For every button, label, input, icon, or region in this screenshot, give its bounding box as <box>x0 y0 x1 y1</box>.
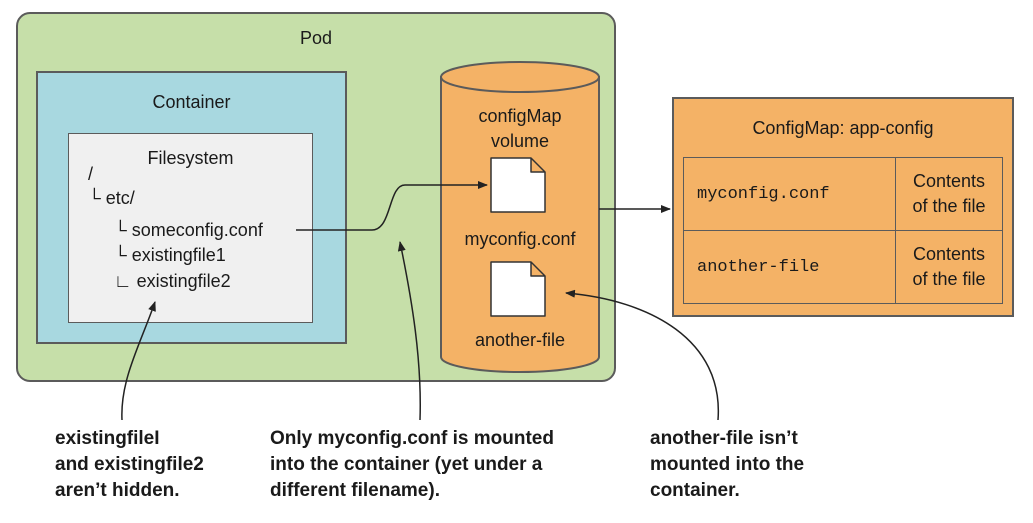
fs-etc-dir: └ etc/ <box>88 188 135 208</box>
fs-entry-someconfig: └ someconfig.conf <box>114 220 263 240</box>
annotation-not-mounted: another-file isn’t mounted into the cont… <box>650 426 804 504</box>
configmap-value-line2: of the file <box>912 196 986 216</box>
configmap-title: ConfigMap: app-config <box>752 118 934 138</box>
fs-entry-existingfile2: ∟ existingfile2 <box>114 271 231 291</box>
another-file-icon <box>490 261 546 317</box>
left-annotation-pointer <box>121 301 156 421</box>
volume-file-myconfig: myconfig.conf <box>464 229 576 249</box>
volume-title-line2: volume <box>490 131 550 151</box>
annotation-line: Only myconfig.conf is mounted <box>270 428 554 449</box>
annotation-line: container. <box>650 480 740 501</box>
fs-root-dir: / <box>88 164 94 184</box>
annotation-line: another-file isn’t <box>650 428 798 449</box>
configmap-row: myconfig.conf Contents of the file <box>683 157 1003 231</box>
configmap-value-line2: of the file <box>912 269 986 289</box>
fs-entry-existingfile1: └ existingfile1 <box>114 245 226 265</box>
pod-title: Pod <box>299 28 333 48</box>
annotation-line: aren’t hidden. <box>55 480 180 501</box>
configmap-table: myconfig.conf Contents of the file anoth… <box>683 157 1003 304</box>
annotation-hidden-files: existingfileI and existingfile2 aren’t h… <box>55 426 204 504</box>
configmap-value: Contents of the file <box>895 230 1003 304</box>
middle-annotation-pointer <box>397 241 421 421</box>
myconfig-file-icon <box>490 157 546 213</box>
annotation-line: mounted into the <box>650 454 805 475</box>
configmap-value-line1: Contents <box>912 171 986 191</box>
filesystem-title: Filesystem <box>147 148 234 168</box>
right-annotation-pointer <box>565 289 719 421</box>
configmap-volume-cylinder <box>440 61 600 373</box>
annotation-line: and existingfile2 <box>55 454 204 475</box>
mount-arrow <box>296 181 488 231</box>
configmap-value-line1: Contents <box>912 244 986 264</box>
filesystem-box <box>68 133 313 323</box>
volume-title: configMap volume <box>441 104 599 154</box>
volume-title-line1: configMap <box>478 106 562 126</box>
volume-file-another: another-file <box>474 330 566 350</box>
annotation-line: different filename). <box>270 480 440 501</box>
configmap-key: another-file <box>683 230 896 304</box>
configmap-value: Contents of the file <box>895 157 1003 231</box>
container-title: Container <box>152 92 231 112</box>
annotation-mounted-file: Only myconfig.conf is mounted into the c… <box>270 426 554 504</box>
configmap-row: another-file Contents of the file <box>683 230 1003 304</box>
annotation-line: existingfileI <box>55 428 160 449</box>
configmap-key: myconfig.conf <box>683 157 896 231</box>
annotation-line: into the container (yet under a <box>270 454 543 475</box>
